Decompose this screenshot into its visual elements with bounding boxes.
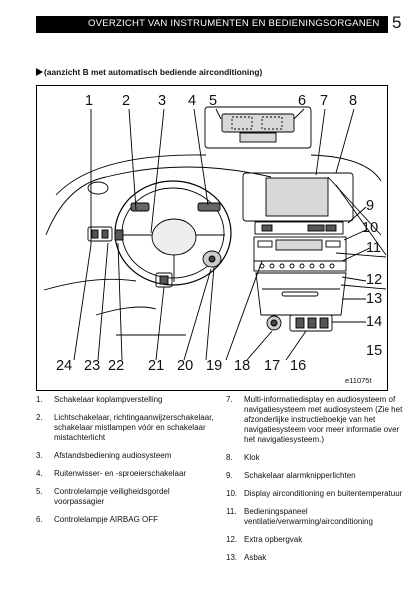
item-text: Display airconditioning en buitentempera… bbox=[244, 489, 403, 498]
header-title: OVERZICHT VAN INSTRUMENTEN EN BEDIENINGS… bbox=[88, 18, 380, 29]
item-text: Extra opbergvak bbox=[244, 535, 303, 544]
list-item: 2. Lichtschakelaar, richtingaanwijzerscha… bbox=[36, 413, 222, 443]
page-number: 5 bbox=[392, 13, 402, 32]
item-text: Schakelaar koplampverstelling bbox=[54, 395, 163, 404]
item-number: 9. bbox=[226, 471, 233, 480]
list-item: 6. Controlelampje AIRBAG OFF bbox=[36, 515, 222, 525]
list-item: 8. Klok bbox=[226, 453, 408, 463]
callout-1: 1 bbox=[85, 93, 94, 109]
item-text: Bedieningspaneel ventilatie/verwarming/a… bbox=[244, 507, 373, 526]
item-number: 2. bbox=[36, 413, 43, 422]
item-number: 6. bbox=[36, 515, 43, 524]
callout-22: 22 bbox=[108, 358, 125, 374]
item-number: 7. bbox=[226, 395, 233, 404]
list-item: 10. Display airconditioning en buitentemp… bbox=[226, 489, 408, 499]
item-number: 12. bbox=[226, 535, 238, 544]
callout-2: 2 bbox=[122, 93, 131, 109]
item-text: Afstandsbediening audiosysteem bbox=[54, 451, 172, 460]
legend-list-right: 7. Multi-informatiedisplay en audiosystee… bbox=[226, 395, 408, 571]
callout-18: 18 bbox=[234, 358, 251, 374]
callout-3: 3 bbox=[158, 93, 167, 109]
list-item: 9. Schakelaar alarmknipperlichten bbox=[226, 471, 408, 481]
item-text: Klok bbox=[244, 453, 260, 462]
item-number: 3. bbox=[36, 451, 43, 460]
callout-24: 24 bbox=[56, 358, 73, 374]
item-number: 10. bbox=[226, 489, 238, 498]
list-item: 12. Extra opbergvak bbox=[226, 535, 408, 545]
callout-4: 4 bbox=[188, 93, 197, 109]
callout-14: 14 bbox=[366, 314, 383, 330]
callout-7: 7 bbox=[320, 93, 329, 109]
item-text: Controlelampje veiligheidsgordel voorpas… bbox=[54, 487, 170, 506]
callout-21: 21 bbox=[148, 358, 165, 374]
callout-15: 15 bbox=[366, 343, 383, 359]
triangle-bullet-icon bbox=[36, 68, 43, 76]
callout-16: 16 bbox=[290, 358, 307, 374]
callout-8: 8 bbox=[349, 93, 358, 109]
item-number: 5. bbox=[36, 487, 43, 496]
list-item: 7. Multi-informatiedisplay en audiosystee… bbox=[226, 395, 408, 445]
item-text: Asbak bbox=[244, 553, 267, 562]
callout-20: 20 bbox=[177, 358, 194, 374]
item-text: Schakelaar alarmknipperlichten bbox=[244, 471, 356, 480]
section-title-text: (aanzicht B met automatisch bediende air… bbox=[44, 67, 263, 77]
figure-code: e11075t bbox=[345, 376, 372, 385]
item-text: Multi-informatiedisplay en audiosysteem … bbox=[244, 395, 403, 444]
callout-23: 23 bbox=[84, 358, 101, 374]
item-number: 11. bbox=[226, 507, 237, 516]
dashboard-figure: 1 2 3 4 5 6 7 8 9 10 11 12 13 14 15 16 1… bbox=[36, 85, 388, 391]
item-text: Lichtschakelaar, richtingaanwijzerschake… bbox=[54, 413, 214, 442]
list-item: 11. Bedieningspaneel ventilatie/verwarmin… bbox=[226, 507, 408, 527]
callout-10: 10 bbox=[362, 220, 379, 236]
list-item: 3. Afstandsbediening audiosysteem bbox=[36, 451, 222, 461]
list-item: 5. Controlelampje veiligheidsgordel voorp… bbox=[36, 487, 222, 507]
item-number: 4. bbox=[36, 469, 43, 478]
item-text: Ruitenwisser- en -sproeierschakelaar bbox=[54, 469, 187, 478]
list-item: 1. Schakelaar koplampverstelling bbox=[36, 395, 222, 405]
dashboard-illustration bbox=[36, 85, 388, 391]
callout-5: 5 bbox=[209, 93, 218, 109]
callout-6: 6 bbox=[298, 93, 307, 109]
list-item: 4. Ruitenwisser- en -sproeierschakelaar bbox=[36, 469, 222, 479]
callout-19: 19 bbox=[206, 358, 223, 374]
callout-17: 17 bbox=[264, 358, 281, 374]
item-text: Controlelampje AIRBAG OFF bbox=[54, 515, 159, 524]
section-title: (aanzicht B met automatisch bediende air… bbox=[36, 67, 262, 77]
list-item: 13. Asbak bbox=[226, 553, 408, 563]
callout-9: 9 bbox=[366, 198, 375, 214]
legend-list-left: 1. Schakelaar koplampverstelling 2. Lichts… bbox=[36, 395, 222, 533]
page-header: OVERZICHT VAN INSTRUMENTEN EN BEDIENINGS… bbox=[36, 16, 388, 33]
callout-12: 12 bbox=[366, 272, 383, 288]
item-number: 8. bbox=[226, 453, 233, 462]
item-number: 1. bbox=[36, 395, 43, 404]
callout-11: 11 bbox=[366, 240, 382, 256]
callout-13: 13 bbox=[366, 291, 383, 307]
item-number: 13. bbox=[226, 553, 238, 562]
